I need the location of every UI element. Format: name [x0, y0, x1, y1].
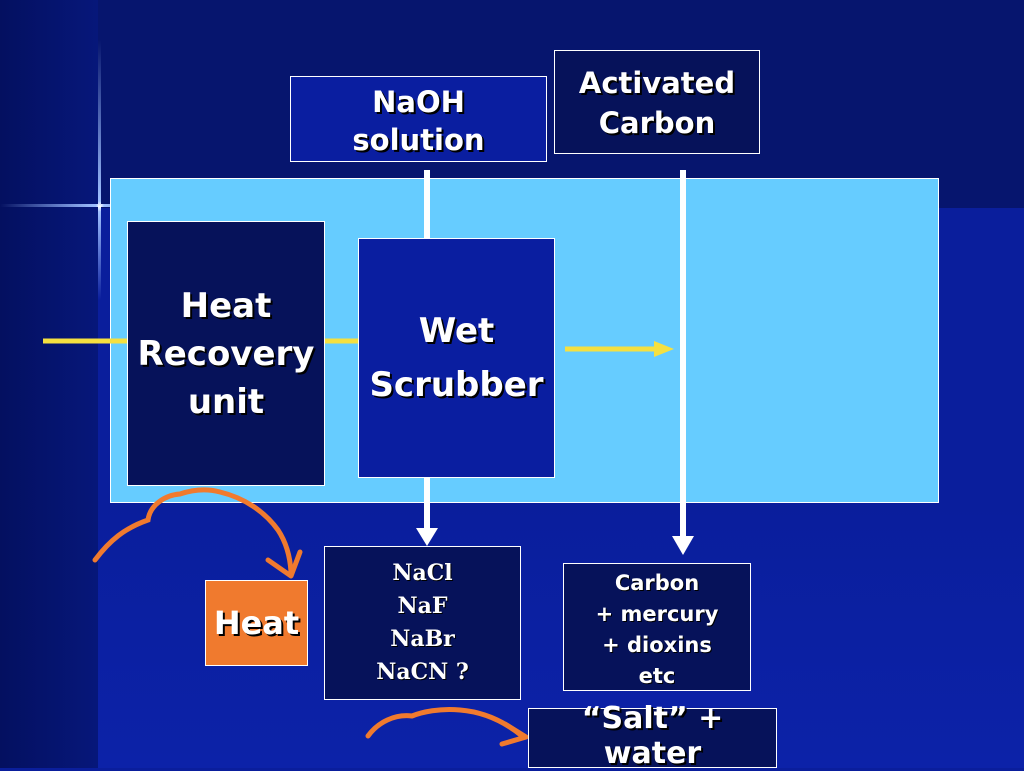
carbon-output-line-2: + mercury: [595, 602, 719, 626]
naoh-solution-box: NaOH solution: [290, 76, 547, 162]
heat-curve-arrow: [92, 487, 294, 575]
wet-scrubber-line-2: Scrubber: [369, 365, 544, 405]
gas-outlet-arrowhead: [654, 341, 674, 357]
heat-recovery-line-1: Heat: [180, 285, 272, 326]
naoh-line-1: NaOH: [372, 85, 465, 119]
salt-water-label: “Salt” + water: [581, 701, 724, 771]
activated-carbon-box: Activated Carbon: [554, 50, 760, 154]
salts-arrowhead: [416, 528, 438, 546]
salt-nacn: NaCN ?: [376, 659, 469, 685]
heat-output-box: Heat: [205, 580, 308, 666]
carbon-output-line-3: + dioxins: [602, 633, 712, 657]
salt-nabr: NaBr: [390, 626, 455, 652]
activated-carbon-line-1: Activated: [578, 66, 736, 100]
salt-nacl: NaCl: [392, 560, 453, 586]
carbon-output-line-4: etc: [638, 664, 676, 688]
heat-recovery-line-3: unit: [187, 381, 265, 422]
carbon-output-box: Carbon + mercury + dioxins etc: [563, 563, 751, 691]
wet-scrubber-box: Wet Scrubber: [358, 238, 555, 478]
salt-naf: NaF: [397, 593, 448, 619]
wet-scrubber-line-1: Wet: [418, 311, 495, 351]
salts-output-box: NaCl NaF NaBr NaCN ?: [324, 546, 521, 700]
carbon-output-line-1: Carbon: [614, 571, 700, 595]
heat-recovery-unit-box: Heat Recovery unit: [127, 221, 325, 486]
heat-label: Heat: [213, 604, 300, 642]
background-left-band: [0, 0, 98, 768]
salt-curve-arrow: [365, 707, 525, 739]
activated-carbon-line-2: Carbon: [598, 106, 716, 140]
salt-water-box: “Salt” + water: [528, 701, 777, 771]
sparkle-decoration-vertical: [98, 40, 101, 300]
naoh-line-2: solution: [352, 123, 485, 157]
salt-curve-arrowhead: [499, 721, 529, 747]
heat-curve-arrowhead: [265, 549, 303, 579]
carbon-arrowhead: [672, 536, 694, 555]
heat-recovery-line-2: Recovery: [137, 333, 315, 374]
